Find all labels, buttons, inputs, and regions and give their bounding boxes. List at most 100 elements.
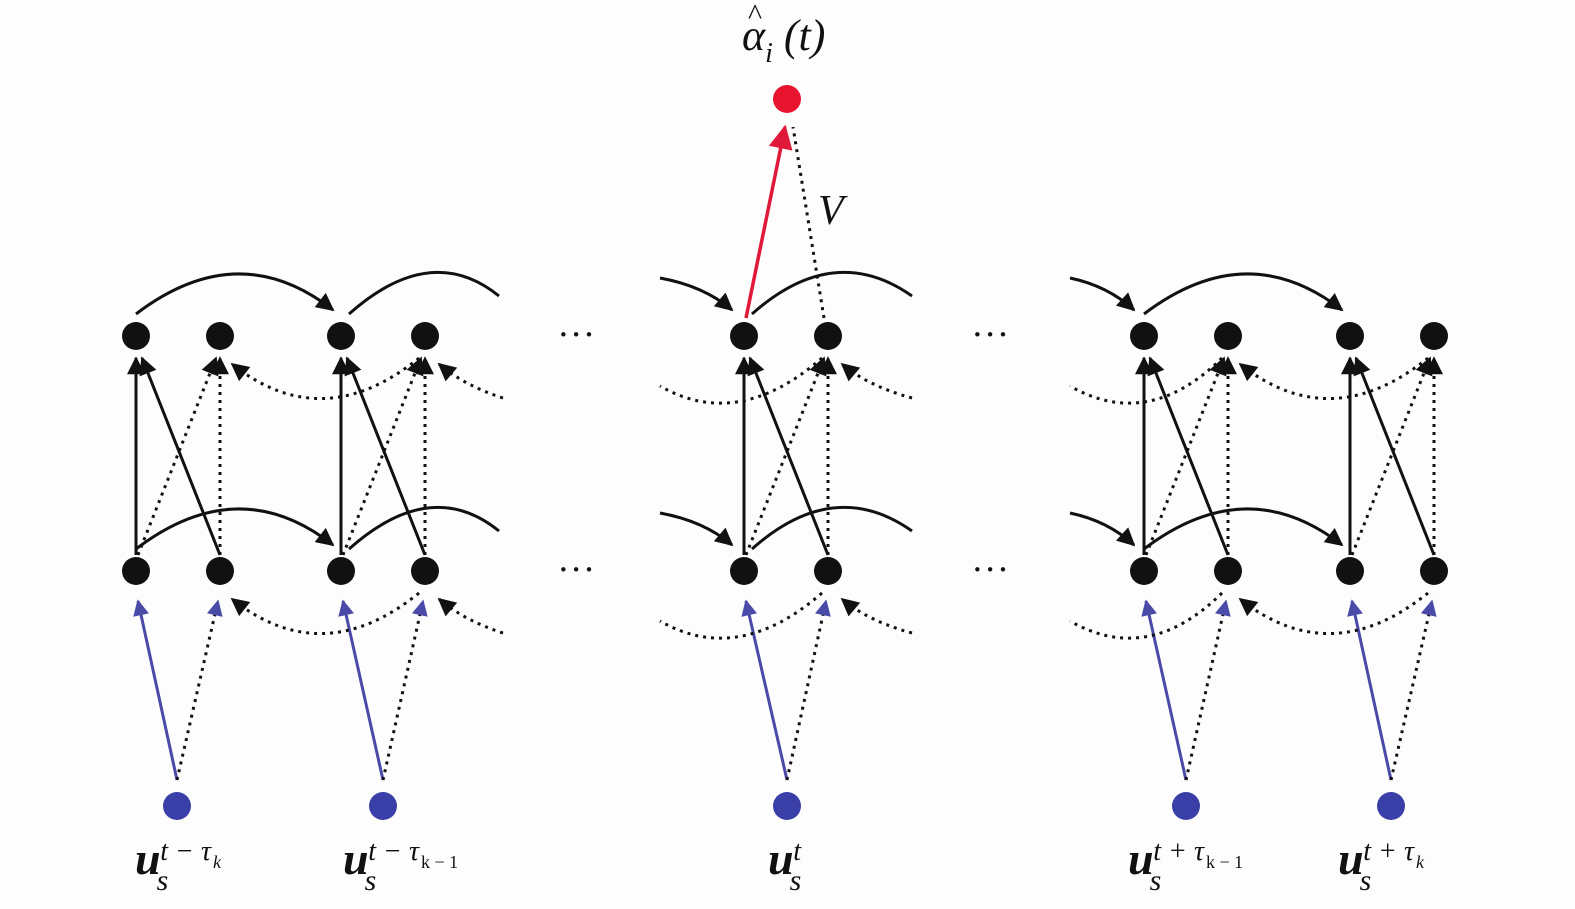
backward-arc-in	[840, 597, 913, 635]
input-label-sup: t + τ	[1153, 836, 1204, 867]
backward-arc	[230, 591, 420, 636]
input-label-sup: t	[793, 836, 802, 867]
input-label-base: u	[1128, 833, 1154, 884]
output-symbol: α	[742, 11, 766, 60]
output-hat: ^	[748, 0, 763, 31]
hidden-node	[1214, 322, 1242, 350]
input-edge	[133, 599, 179, 781]
input-label-sub: s	[364, 864, 377, 897]
cross-edge-dotted	[744, 356, 827, 556]
input-label-sup: t − τ	[160, 836, 211, 867]
hidden-node	[814, 322, 842, 350]
input-label-base: u	[768, 833, 794, 884]
hidden-node	[411, 322, 439, 350]
forward-arc	[1143, 272, 1344, 316]
input-edge	[338, 599, 385, 781]
forward-arc-in	[1069, 276, 1136, 312]
forward-arc-open	[751, 505, 913, 551]
hidden-node	[1336, 322, 1364, 350]
hidden-node	[411, 557, 439, 585]
hidden-node	[122, 322, 150, 350]
ellipsis-top-right: ···	[972, 315, 1011, 355]
hidden-node	[730, 557, 758, 585]
input-label-sup-sub: k − 1	[420, 852, 459, 872]
backward-arc-open	[659, 591, 823, 640]
input-edge	[1347, 599, 1393, 781]
input-label-base: u	[135, 833, 161, 884]
input-node	[369, 792, 397, 820]
backward-arc-in	[437, 597, 504, 635]
input-edge-dotted	[785, 599, 831, 781]
cross-edge-dotted	[136, 356, 219, 556]
backward-arc	[1238, 356, 1429, 401]
input-label-sub: s	[1359, 864, 1372, 897]
cross-edge	[1353, 356, 1436, 556]
hidden-node	[1336, 557, 1364, 585]
input-label-sup-sub: k	[212, 852, 221, 872]
cross-edge-dotted	[1350, 356, 1433, 556]
hidden-node	[814, 557, 842, 585]
backward-arc-open	[1069, 356, 1224, 405]
cross-edge	[139, 356, 222, 556]
input-label-sub: s	[156, 864, 169, 897]
input-label-base: u	[1338, 833, 1364, 884]
output-subscript: i	[765, 38, 773, 69]
hidden-node	[1130, 557, 1158, 585]
hidden-node	[1130, 322, 1158, 350]
output-argument: (t)	[783, 11, 826, 60]
input-edge-dotted	[175, 599, 223, 781]
input-label-sub: s	[789, 864, 802, 897]
backward-arc-open	[1069, 591, 1224, 640]
forward-arc	[135, 272, 335, 316]
hidden-node	[327, 557, 355, 585]
input-label-3: ust	[768, 833, 813, 896]
input-edge-dotted	[1184, 599, 1231, 781]
cross-edge	[747, 356, 830, 556]
backward-arc-in	[437, 362, 504, 400]
cross-edge	[1147, 356, 1230, 556]
input-label-sup: t + τ	[1363, 836, 1414, 867]
hidden-node	[730, 322, 758, 350]
input-label-sup-sub: k − 1	[1205, 852, 1244, 872]
hidden-node	[1214, 557, 1242, 585]
forward-arc-in	[1069, 511, 1136, 547]
output-edge-dotted	[791, 126, 826, 319]
input-edge	[1141, 599, 1188, 781]
ellipsis-bottom-right: ···	[972, 550, 1011, 590]
output-node	[773, 85, 801, 113]
nodes-layer	[122, 85, 1448, 820]
hidden-node	[206, 557, 234, 585]
input-node	[1377, 792, 1405, 820]
hidden-node	[206, 322, 234, 350]
input-edge	[741, 599, 789, 781]
input-label-sup: t − τ	[368, 836, 419, 867]
cross-edge-dotted	[1144, 356, 1227, 556]
backward-arc-open	[659, 356, 823, 405]
forward-arc-open	[348, 270, 500, 316]
forward-arc	[1143, 507, 1344, 551]
forward-arc-in	[659, 276, 734, 312]
input-label-sub: s	[1149, 864, 1162, 897]
hidden-node	[1420, 322, 1448, 350]
hidden-node	[122, 557, 150, 585]
forward-arc-open	[751, 270, 913, 316]
input-node	[1172, 792, 1200, 820]
backward-arc	[230, 356, 420, 401]
cross-edge-dotted	[341, 356, 424, 556]
input-edge-dotted	[381, 599, 428, 781]
cross-edge	[344, 356, 427, 556]
input-node	[773, 792, 801, 820]
hidden-node	[327, 322, 355, 350]
input-label-sup-sub: k	[1415, 852, 1424, 872]
forward-arc-open	[348, 505, 500, 551]
backward-arc	[1238, 591, 1429, 636]
edges-layer	[127, 124, 1443, 781]
forward-arc-in	[659, 511, 734, 547]
hidden-node	[1420, 557, 1448, 585]
input-label-base: u	[343, 833, 369, 884]
